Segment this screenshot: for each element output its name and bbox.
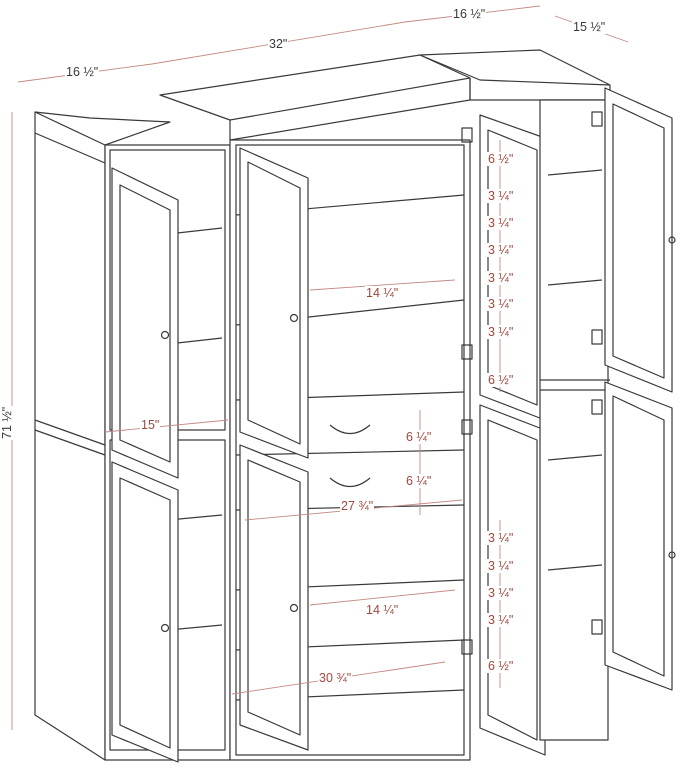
dim-lower-spacing-3: 3 ¼" [487, 586, 515, 600]
dim-base-width: 30 ¾" [318, 671, 353, 685]
dim-upper-shelf-width: 14 ¼" [365, 286, 400, 300]
dim-lower-spacing-5: 6 ½" [487, 659, 515, 673]
dim-drawer-1: 6 ¼" [405, 430, 433, 444]
dim-upper-spacing-2: 3 ¼" [487, 189, 515, 203]
dim-upper-spacing-4: 3 ¼" [487, 243, 515, 257]
dim-upper-spacing-7: 3 ¼" [487, 325, 515, 339]
dim-upper-spacing-1: 6 ½" [487, 152, 515, 166]
dim-upper-spacing-6: 3 ¼" [487, 297, 515, 311]
dim-upper-spacing-8: 6 ½" [487, 373, 515, 387]
dim-lower-spacing-1: 3 ¼" [487, 531, 515, 545]
dim-left-inner-width: 15" [140, 418, 161, 432]
dim-drawer-width: 27 ¾" [340, 499, 375, 513]
left-cabinet [34, 111, 231, 763]
dim-upper-spacing-3: 3 ¼" [487, 216, 515, 230]
dim-right-depth: 15 ½" [572, 20, 607, 34]
right-cabinet [419, 49, 676, 741]
dim-height: 71 ½" [0, 405, 14, 440]
dim-upper-spacing-5: 3 ¼" [487, 271, 515, 285]
dim-left-depth: 16 ½" [65, 65, 100, 79]
dim-center-width: 32" [268, 37, 289, 51]
dim-lower-spacing-4: 3 ¼" [487, 613, 515, 627]
dim-drawer-2: 6 ¼" [405, 474, 433, 488]
dim-lower-spacing-2: 3 ¼" [487, 559, 515, 573]
dim-right-width: 16 ½" [452, 7, 487, 21]
dim-lower-shelf-width: 14 ¼" [365, 603, 400, 617]
